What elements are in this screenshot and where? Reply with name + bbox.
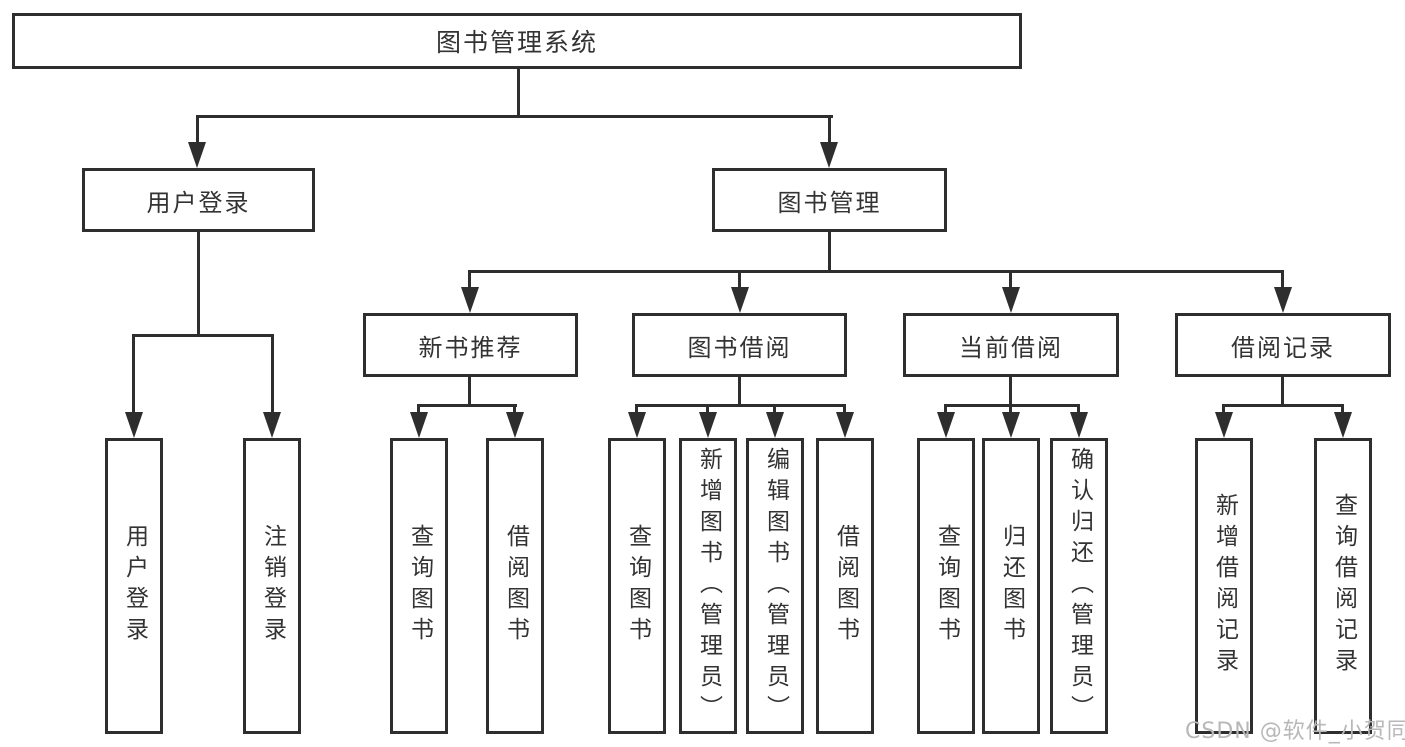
connector-stem-borrow-records [1281, 270, 1284, 290]
node-label: 用户登录 [146, 188, 251, 217]
connector-current-borrow-trunk [1009, 377, 1012, 406]
node-label: 借阅图书 [832, 524, 859, 648]
arrow-down-icon [1334, 412, 1352, 438]
connector-stem [513, 404, 516, 414]
connector-stem-current-borrow [1009, 270, 1012, 290]
arrow-down-icon [263, 412, 281, 438]
arrow-down-icon [699, 412, 717, 438]
leaf-borrow-books-recommend: 借阅图书 [486, 438, 544, 734]
connector-book-management-trunk [828, 232, 831, 272]
node-label: 借阅记录 [1231, 333, 1335, 362]
connector-stem-book-management [828, 115, 831, 145]
leaf-edit-books-admin: 编辑图书（管理员） [746, 438, 804, 734]
connector-stem [1341, 404, 1344, 414]
node-user-login: 用户登录 [82, 168, 315, 232]
csdn-watermark: CSDN @软件_小贺同学 [1185, 719, 1405, 744]
connector-root-trunk [517, 69, 520, 115]
connector-stem-leaf-logout [271, 334, 274, 416]
arrow-down-icon [766, 412, 784, 438]
connector-book-borrow-trunk [738, 377, 741, 406]
connector-stem-book-borrow [738, 270, 741, 290]
arrow-down-icon [731, 287, 749, 313]
node-label: 查询图书 [933, 524, 960, 648]
leaf-query-books-recommend: 查询图书 [390, 438, 448, 734]
connector-stem-new-book [468, 270, 471, 290]
connector-book-borrow-hline [635, 404, 846, 407]
node-label: 图书管理 [777, 188, 882, 217]
leaf-user-login: 用户登录 [105, 438, 163, 734]
node-label: 查询借阅记录 [1330, 493, 1357, 679]
connector-level3-hline [468, 270, 1284, 273]
arrow-down-icon [628, 412, 646, 438]
connector-user-login-hline [133, 334, 274, 337]
arrow-down-icon [820, 142, 838, 168]
arrow-down-icon [506, 412, 524, 438]
leaf-query-borrow-record: 查询借阅记录 [1314, 438, 1372, 734]
leaf-query-books-current: 查询图书 [917, 438, 975, 734]
node-label: 图书管理系统 [435, 28, 598, 57]
leaf-confirm-return-admin: 确认归还（管理员） [1050, 438, 1108, 734]
node-current-borrow: 当前借阅 [903, 313, 1119, 377]
node-label: 确认归还（管理员） [1066, 446, 1093, 726]
arrow-down-icon [1274, 287, 1292, 313]
node-label: 查询图书 [624, 524, 651, 648]
arrow-down-icon [188, 142, 206, 168]
node-borrow-records: 借阅记录 [1175, 313, 1391, 377]
arrow-down-icon [836, 412, 854, 438]
connector-stem [944, 404, 947, 414]
leaf-query-books-borrow: 查询图书 [608, 438, 666, 734]
node-new-book-recommendation: 新书推荐 [363, 313, 578, 377]
node-label: 当前借阅 [959, 333, 1063, 362]
node-label: 编辑图书（管理员） [762, 446, 789, 726]
connector-stem [635, 404, 638, 414]
node-label: 注销登录 [259, 524, 286, 648]
connector-stem [706, 404, 709, 414]
connector-borrow-records-trunk [1281, 377, 1284, 406]
connector-level2-hline [196, 115, 833, 118]
arrow-down-icon [937, 412, 955, 438]
leaf-add-books-admin: 新增图书（管理员） [679, 438, 737, 734]
node-label: 用户登录 [121, 524, 148, 648]
node-label: 查询图书 [406, 524, 433, 648]
connector-borrow-records-hline [1222, 404, 1344, 407]
arrow-down-icon [461, 287, 479, 313]
connector-stem [1222, 404, 1225, 414]
node-book-management: 图书管理 [712, 168, 947, 232]
node-book-borrow: 图书借阅 [632, 313, 847, 377]
node-label: 归还图书 [998, 524, 1025, 648]
connector-new-book-trunk [468, 377, 471, 406]
leaf-return-books: 归还图书 [982, 438, 1040, 734]
node-label: 图书借阅 [687, 333, 792, 362]
arrow-down-icon [1215, 412, 1233, 438]
connector-stem [1077, 404, 1080, 414]
connector-stem [773, 404, 776, 414]
arrow-down-icon [410, 412, 428, 438]
node-label: 新增图书（管理员） [695, 446, 722, 726]
connector-new-book-hline [417, 404, 517, 407]
node-label: 新书推荐 [418, 333, 523, 362]
connector-stem [417, 404, 420, 414]
connector-current-borrow-hline [944, 404, 1080, 407]
connector-stem [843, 404, 846, 414]
node-library-management-system: 图书管理系统 [12, 13, 1022, 69]
arrow-down-icon [1070, 412, 1088, 438]
connector-stem [1009, 404, 1012, 414]
arrow-down-icon [1002, 412, 1020, 438]
connector-stem-user-login [196, 115, 199, 145]
leaf-borrow-books-borrow: 借阅图书 [816, 438, 874, 734]
connector-user-login-trunk [197, 232, 200, 336]
node-label: 借阅图书 [502, 524, 529, 648]
leaf-logout-login: 注销登录 [243, 438, 301, 734]
arrow-down-icon [1002, 287, 1020, 313]
arrow-down-icon [125, 412, 143, 438]
connector-stem-leaf-login [132, 334, 135, 416]
node-label: 新增借阅记录 [1211, 493, 1238, 679]
leaf-add-borrow-record: 新增借阅记录 [1195, 438, 1253, 734]
